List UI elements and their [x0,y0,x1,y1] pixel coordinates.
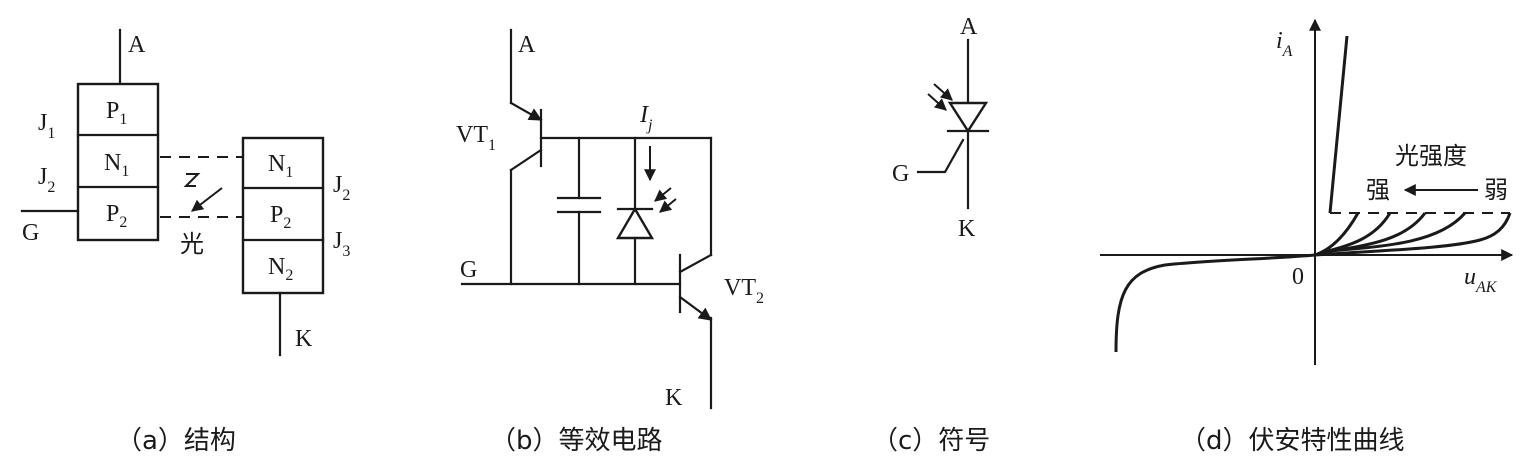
y-axis-label: iA [1276,28,1293,60]
weak-label: 弱 [1484,176,1508,204]
photodiode-icon [615,206,655,240]
terminal-g-label: G [22,220,39,246]
c-light-arrows-icon [927,83,953,111]
right-layer-stack [241,136,325,295]
caption-a: （a）结构 [116,426,236,456]
left-layer-stack [76,82,160,242]
caption-b: （b）等效电路 [490,426,663,456]
blocking-curve-weak [1314,212,1512,257]
vt2-collector [678,253,713,274]
j2r-label: J2 [333,172,350,204]
panel-a-structure: A G K J1 J2 J2 J3 P1 N1 P2 N1 P2 N2 光 （a… [20,28,350,456]
strong-label: 强 [1366,176,1390,204]
b-terminal-g-label: G [460,257,477,283]
thyristor-triangle-icon [947,101,989,134]
b-terminal-a-label: A [518,32,536,58]
current-ij-label: Ij [639,102,653,134]
light-label: 光 [180,230,204,258]
layer-n1-label: N1 [104,150,129,180]
c-terminal-g-label: G [892,161,909,187]
x-axis-label: uAK [1464,264,1498,296]
light-arrow-icon [183,173,223,212]
reverse-characteristic-curve [1114,253,1316,353]
layer-n1r-label: N1 [268,151,293,181]
layer-p2r-label: P2 [270,202,291,232]
j2-label: J2 [38,164,55,196]
turn-on-curve-1 [1314,212,1360,257]
c-gate-lead [916,138,965,174]
photodiode-light-arrows-icon [654,187,677,213]
on-state-curve [1328,35,1349,214]
panel-d-vi-characteristic: iA uAK 0 光强度 强 弱 （d）伏安特性曲线 [1100,18,1514,456]
turn-on-curve-4 [1329,212,1467,253]
layer-p2-label: P2 [106,201,127,231]
vt2-emitter [678,295,713,322]
c-terminal-k-label: K [958,216,976,242]
caption-d: （d）伏安特性曲线 [1180,426,1405,456]
vt2-label: VT2 [724,275,764,307]
c-terminal-a-label: A [960,14,978,40]
panel-c-symbol: A G K （c）符号 [872,14,990,456]
origin-label: 0 [1292,264,1304,290]
j1-label: J1 [38,110,55,142]
caption-c: （c）符号 [872,426,990,456]
vt1-label: VT1 [456,122,496,154]
vt1-collector [509,148,543,172]
b-terminal-k-label: K [665,385,683,411]
layer-n2-label: N2 [268,254,293,284]
layer-p1-label: P1 [106,98,127,128]
terminal-k-label: K [295,326,313,352]
j3-label: J3 [333,228,350,260]
terminal-a-label: A [128,32,146,58]
vt1-emitter [509,101,543,122]
panel-b-equivalent-circuit: A G K VT1 VT2 Ij （b）等效电路 [456,28,764,456]
intensity-label: 光强度 [1395,142,1467,170]
